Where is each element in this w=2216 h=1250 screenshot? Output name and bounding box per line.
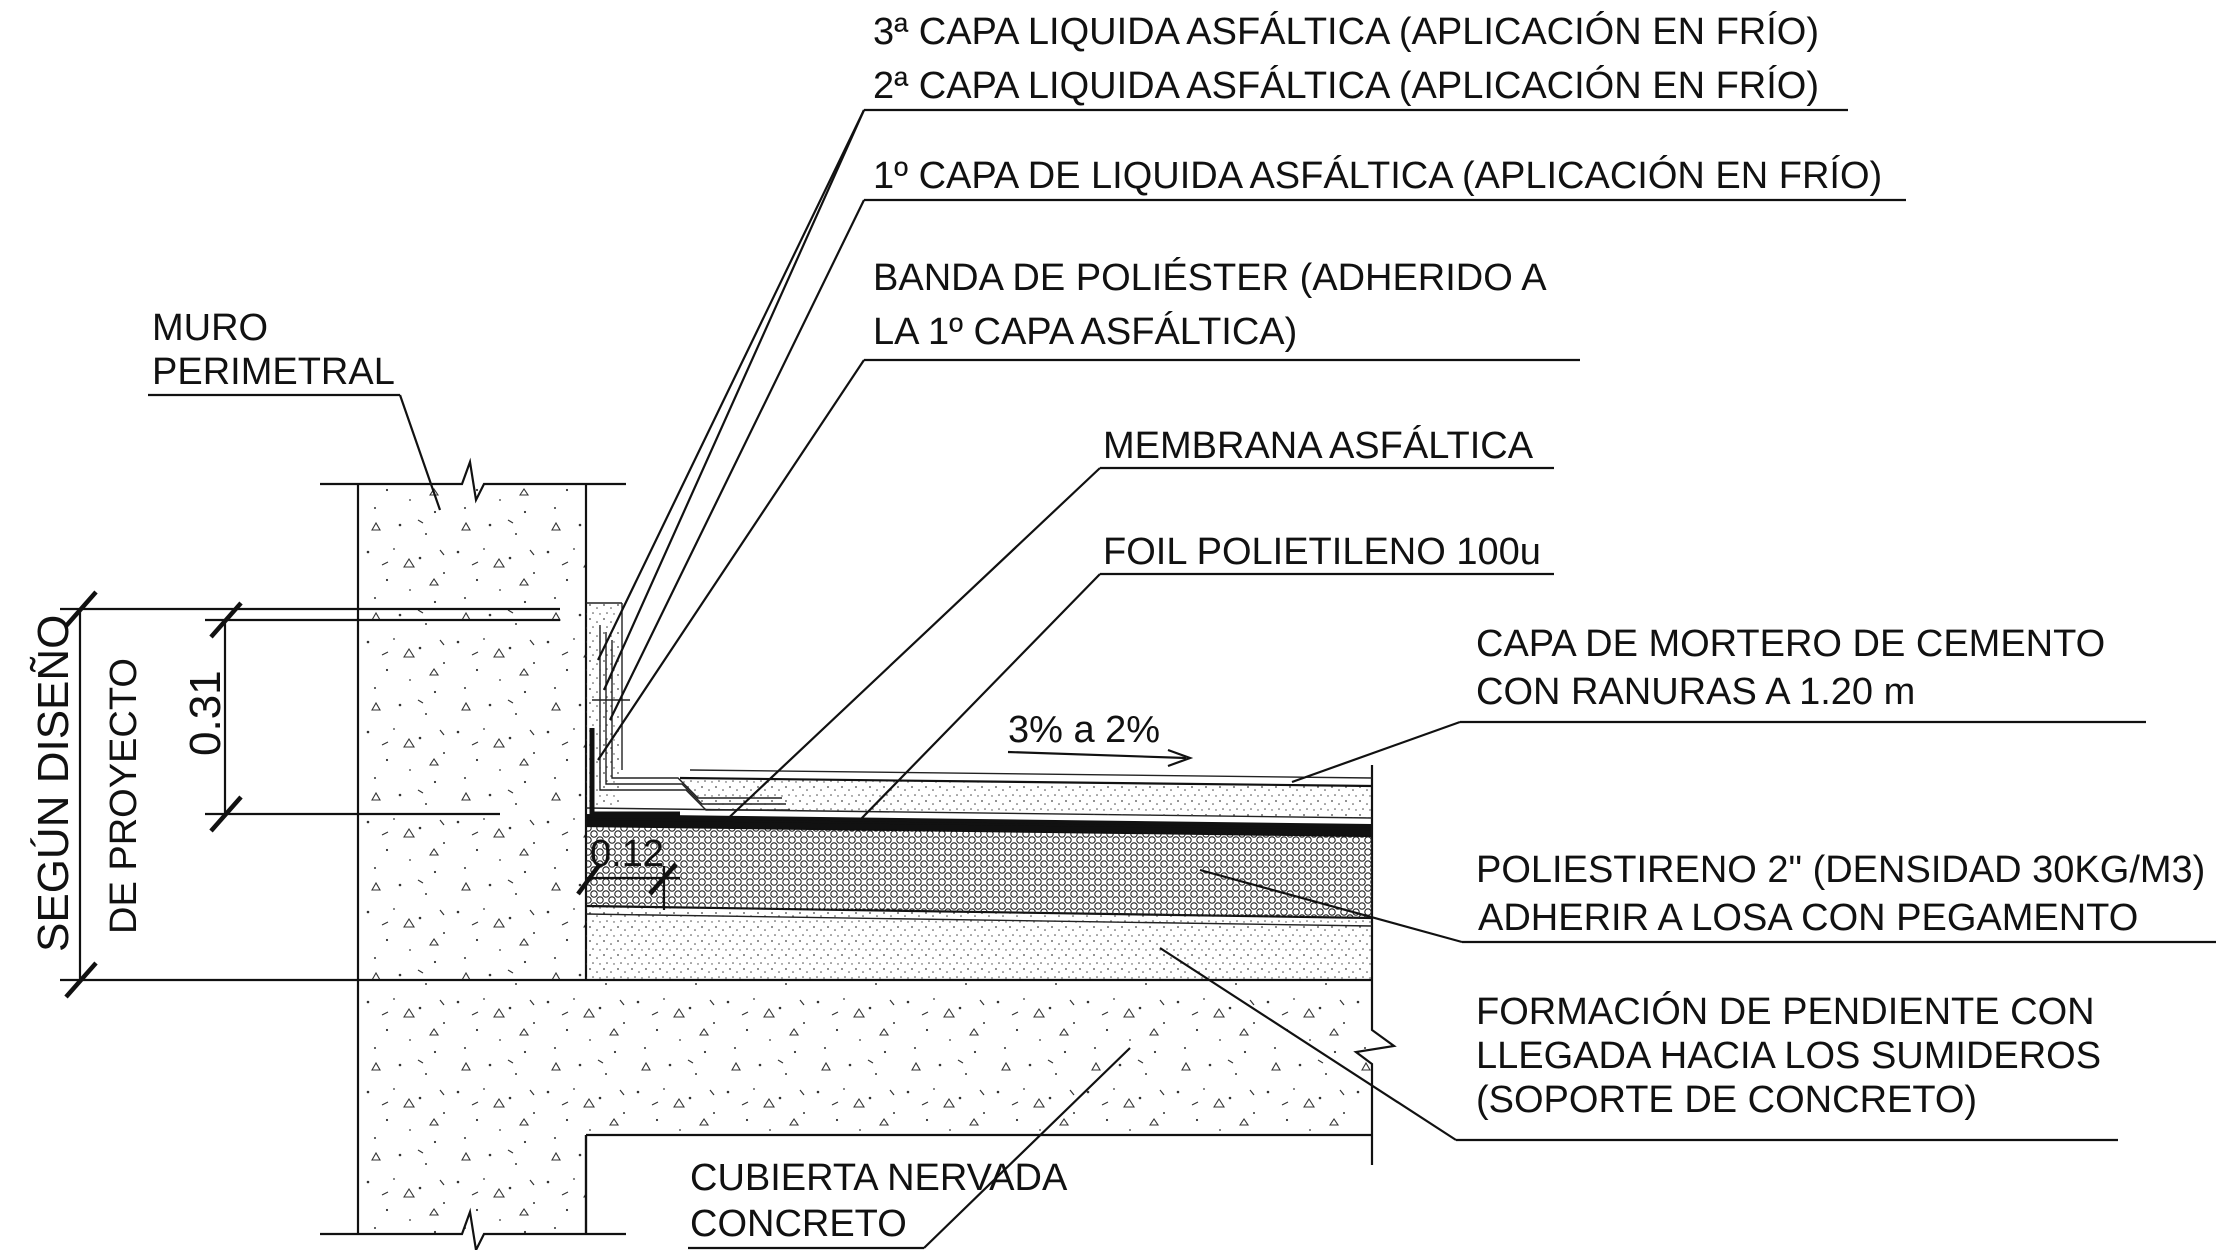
polystyrene-layer [585,824,1373,918]
label-cubierta-line2: CONCRETO [690,1203,907,1245]
label-poliestireno-line1: POLIESTIRENO 2" (DENSIDAD 30KG/M3) [1476,849,2205,891]
ribbed-slab [584,765,1397,1234]
label-pendiente: 3% a 2% [1008,709,1160,751]
dimension-031: 0.31 [181,670,230,756]
dimension-012: 0.12 [590,833,664,875]
label-capa1: 1º CAPA DE LIQUIDA ASFÁLTICA (APLICACIÓN… [873,154,1882,197]
label-banda-line2: LA 1º CAPA ASFÁLTICA) [873,310,1297,353]
label-mortero-line2: CON RANURAS A 1.20 m [1476,671,1915,713]
label-mortero-line1: CAPA DE MORTERO DE CEMENTO [1476,623,2105,665]
label-membrana: MEMBRANA ASFÁLTICA [1103,424,1534,467]
label-muro-line1: MURO [152,307,268,349]
label-muro-line2: PERIMETRAL [152,351,395,393]
label-foil: FOIL POLIETILENO 100u [1103,531,1541,573]
label-banda-line1: BANDA DE POLIÉSTER (ADHERIDO A [873,256,1547,299]
wall-flashing [586,602,790,817]
label-formacion-line2: LLEGADA HACIA LOS SUMIDEROS [1476,1035,2101,1077]
slope-arrow [1007,748,1194,768]
dimension-segun-diseno: SEGÚN DISEÑO [28,615,78,952]
perimeter-wall [320,457,626,1250]
dimension-lines [60,590,680,999]
label-capa3: 3ª CAPA LIQUIDA ASFÁLTICA (APLICACIÓN EN… [873,10,1819,53]
label-formacion-line3: (SOPORTE DE CONCRETO) [1476,1079,1977,1121]
mortar-top-layer [679,769,1373,818]
dimension-de-proyecto: DE PROYECTO [103,658,145,934]
leader-lines [148,108,2216,1250]
label-poliestireno-line2: ADHERIR A LOSA CON PEGAMENTO [1478,897,2138,939]
label-formacion-line1: FORMACIÓN DE PENDIENTE CON [1476,990,2095,1033]
label-capa2: 2ª CAPA LIQUIDA ASFÁLTICA (APLICACIÓN EN… [873,64,1819,107]
slope-layer [585,904,1373,980]
label-cubierta-line1: CUBIERTA NERVADA [690,1157,1068,1199]
